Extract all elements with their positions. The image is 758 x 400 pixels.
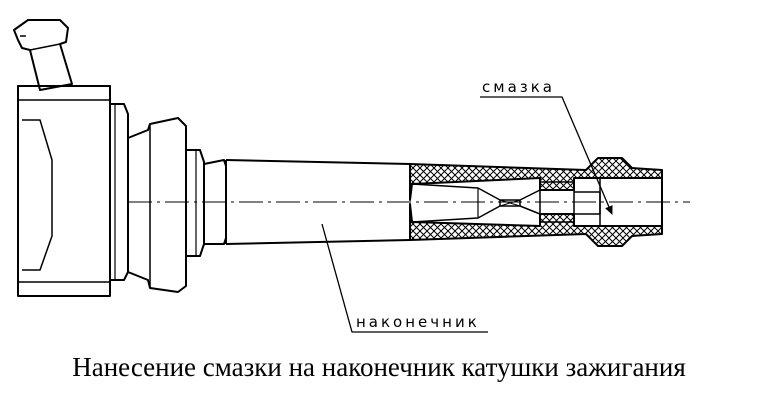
boot-leader-line [321, 223, 488, 333]
boot-flange [127, 117, 227, 293]
boot-label: наконечник [356, 313, 480, 331]
figure-caption: Нанесение смазки на наконечник катушки з… [72, 352, 686, 382]
ignition-coil-drawing: смазка наконечник [13, 19, 690, 333]
coil-body [17, 85, 129, 297]
lubricant-leader-line [480, 96, 613, 215]
lubricant-label: смазка [482, 78, 555, 96]
coil-connector [13, 19, 73, 91]
